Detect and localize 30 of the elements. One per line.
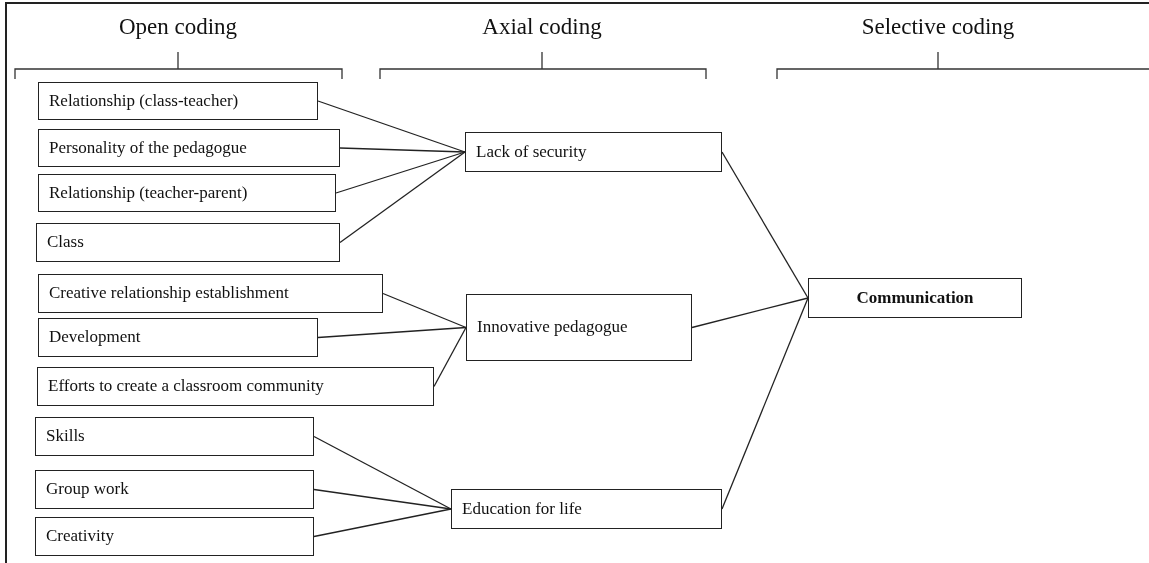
column-heading: Axial coding [481,14,603,40]
result-box: Communication [808,278,1022,318]
category-box: Lack of security [465,132,722,172]
category-box: Relationship (teacher-parent) [38,174,336,212]
column-heading: Open coding [117,14,239,40]
connector-line [339,151,466,244]
category-box: Group work [35,470,314,509]
connector-line [313,435,452,510]
category-box: Development [38,318,318,357]
category-box: Creative relationship establishment [38,274,383,313]
connector-line [721,297,809,510]
category-box: Relationship (class-teacher) [38,82,318,120]
connector-line [313,508,452,538]
category-box: Innovative pedagogue [466,294,692,361]
connector-line [335,151,466,194]
category-box: Education for life [451,489,722,529]
category-box: Efforts to create a classroom community [37,367,434,406]
connector-line [433,326,467,388]
category-box: Class [36,223,340,262]
category-box: Creativity [35,517,314,556]
connector-line [317,100,466,153]
connector-line [721,151,809,299]
connector-line [382,292,467,329]
connector-line [339,147,466,153]
category-box: Skills [35,417,314,456]
category-box: Personality of the pedagogue [38,129,340,167]
connector-line [317,326,467,339]
column-heading: Selective coding [860,14,1016,40]
connector-line [313,488,452,510]
connector-line [691,297,809,329]
